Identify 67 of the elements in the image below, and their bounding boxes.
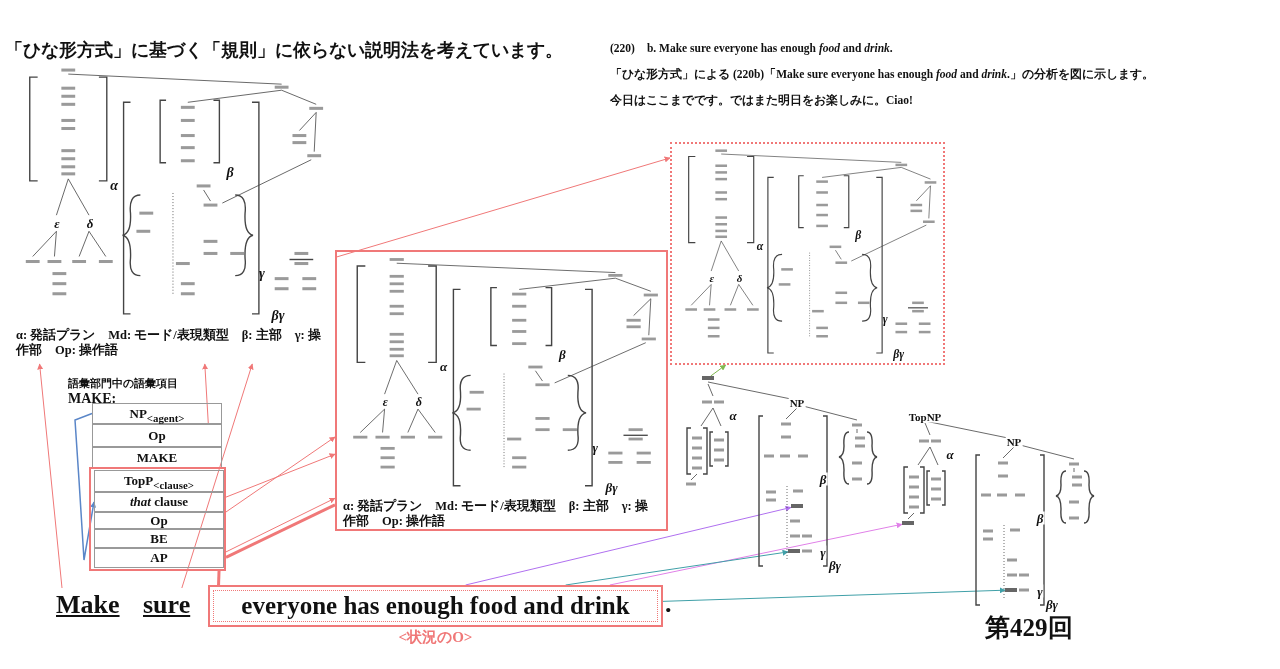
sentence-period: .	[665, 590, 672, 619]
tree-label: δ	[86, 216, 94, 230]
sentence-phrase: everyone has enough food and drink	[240, 591, 631, 621]
leader-line	[202, 363, 209, 425]
tree-leaf-mark	[702, 376, 714, 380]
tree-label: TopNP	[907, 411, 943, 423]
leader-line	[181, 363, 254, 589]
table-row: AP	[94, 548, 224, 568]
leader-line	[225, 503, 336, 559]
tree-label: γ	[1036, 584, 1044, 598]
tree-label: γ	[819, 545, 827, 559]
leader-line	[609, 522, 903, 586]
leader-line	[217, 570, 221, 586]
tree-leaf-mark	[788, 549, 800, 553]
caption-text: <状況のO>	[397, 630, 474, 645]
tree-label: β	[1035, 511, 1045, 525]
tree-label: β	[559, 348, 566, 362]
tree-label: α	[439, 360, 448, 374]
leader-line	[223, 497, 336, 554]
tree-label: βγ	[605, 481, 618, 495]
tree-label: ε	[382, 395, 388, 408]
table-row: Op	[92, 424, 222, 447]
tree-label: βγ	[1044, 597, 1060, 611]
tree-label: ε	[54, 216, 60, 230]
leader-line	[223, 436, 336, 514]
tree-label: δ	[415, 395, 423, 408]
tree-label: βγ	[271, 308, 285, 323]
table-heading: 語彙部門中の語彙項目	[68, 378, 178, 389]
tree-label: β	[226, 165, 234, 180]
table-row: MAKE	[92, 447, 222, 468]
table-row: TopP$_{<clause>}$	[94, 470, 224, 492]
tree-label: γ	[882, 313, 888, 326]
tree-label: β	[818, 472, 828, 486]
leader-line	[662, 587, 1006, 602]
tree-label: NP	[788, 397, 806, 409]
leader-line	[223, 453, 336, 499]
tree-label: β	[855, 230, 862, 242]
tree-label: βγ	[893, 348, 905, 361]
highlight-frame	[89, 467, 226, 571]
note-text: (220) b. Make sure everyone has enough food and drink.	[610, 42, 893, 55]
tree-label: γ	[259, 266, 265, 281]
leader-line	[465, 505, 792, 586]
table-row: NP$_{<agent>}$	[92, 403, 222, 424]
tree-label: NP	[1005, 436, 1023, 448]
note-text: 今日はここまでです。ではまた明日をお楽しみに。Ciao!	[610, 94, 913, 107]
table-row: that clause	[94, 492, 224, 512]
episode-number: 第429回	[985, 614, 1073, 642]
leader-line	[565, 549, 789, 586]
table-row: Op	[94, 512, 224, 529]
note-text: 「ひな形方式」による (220b)「Make sure everyone has enough food and drink.」の分析を図に示します。	[610, 68, 1154, 81]
tree-leaf-mark	[902, 521, 914, 525]
leader-line	[710, 364, 727, 377]
sentence-word: sure	[143, 588, 191, 622]
tree-label: ε	[709, 272, 714, 284]
tree-label: δ	[736, 272, 743, 284]
tree-label: α	[110, 178, 118, 193]
table-heading: MAKE:	[68, 392, 117, 406]
leader-line	[334, 156, 671, 258]
tree-leaf-mark	[791, 504, 803, 508]
tree-label: βγ	[827, 558, 843, 572]
arrow	[74, 412, 97, 561]
leader-line	[37, 363, 63, 589]
sentence-word: Make	[56, 588, 120, 622]
title: 「ひな形方式」に基づく「規則」に依らない説明法を考えています。	[5, 39, 563, 62]
tree-leaf-mark	[1005, 588, 1017, 592]
tree-label: α	[756, 240, 764, 253]
table-row: BE	[94, 529, 224, 548]
